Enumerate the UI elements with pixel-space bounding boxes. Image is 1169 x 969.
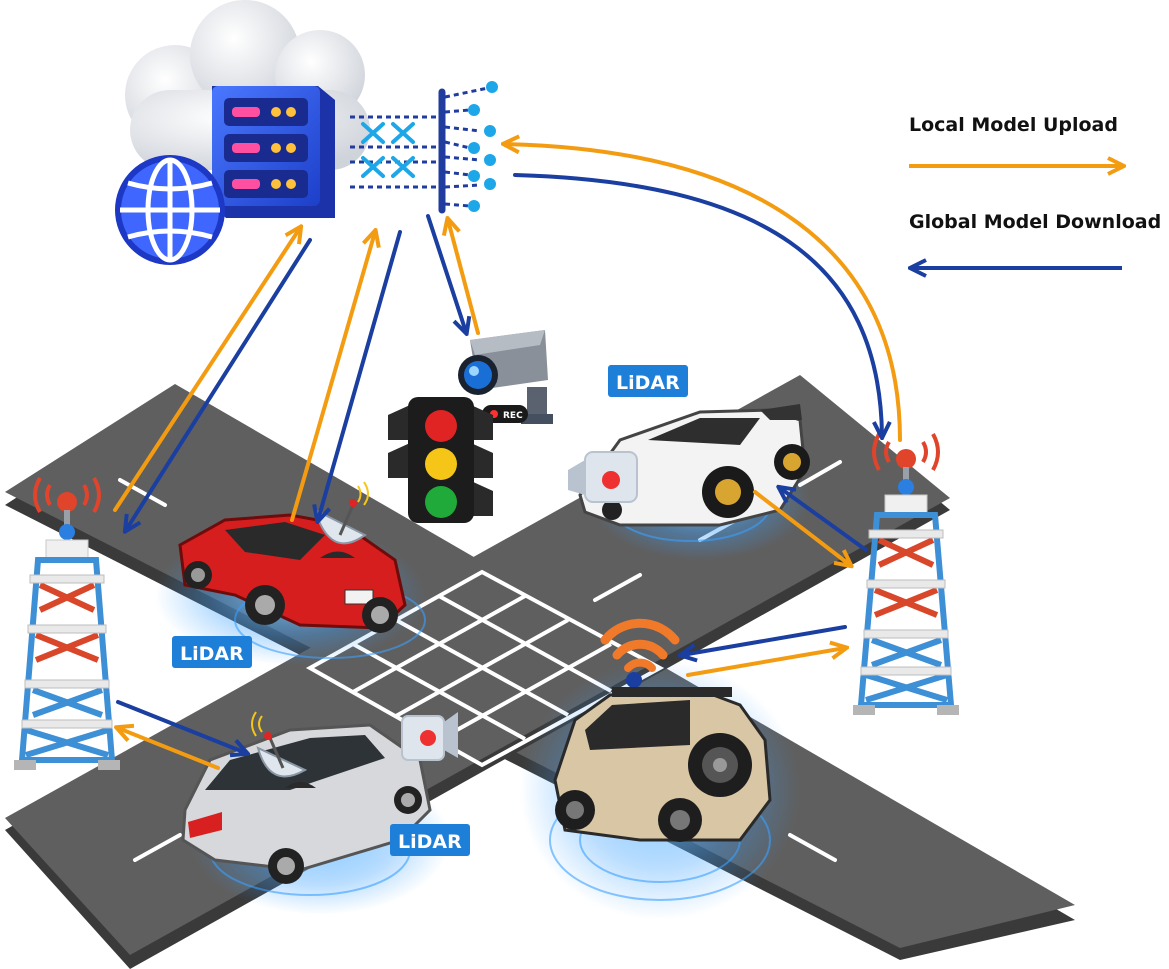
- download-arrow-right-tower: [513, 173, 882, 436]
- lidar-badge-white-car: LiDAR: [608, 365, 688, 397]
- legend-upload-label: Local Model Upload: [909, 114, 1118, 136]
- upload-arrow-red-car: [290, 232, 375, 522]
- lidar-label: LiDAR: [616, 372, 680, 394]
- camera-icon-white-car: [568, 451, 638, 503]
- neural-network-icon: [350, 81, 498, 214]
- lidar-badge-minivan: LiDAR: [390, 824, 470, 856]
- satellite-dish-icon-minivan: [251, 711, 316, 788]
- rec-label: REC: [503, 411, 523, 421]
- legend-download-label: Global Model Download: [909, 211, 1162, 233]
- upload-arrow-right-tower: [505, 144, 902, 442]
- traffic-light-icon: [388, 397, 493, 523]
- lidar-label: LiDAR: [398, 831, 462, 853]
- silver-minivan-icon: [181, 723, 432, 884]
- wifi-icon: [600, 618, 680, 688]
- download-arrow-white-car: [780, 488, 868, 552]
- cctv-camera-icon: REC: [458, 330, 553, 424]
- upload-arrow-white-car: [753, 490, 850, 565]
- upload-arrow-minivan: [118, 728, 220, 770]
- cell-tower-icon-left: [14, 476, 120, 770]
- download-arrow-camera: [426, 214, 466, 332]
- suv-icon: [553, 687, 772, 842]
- download-arrow-minivan: [116, 700, 246, 753]
- download-arrow-left-tower: [126, 238, 312, 530]
- download-arrow-suv: [682, 625, 847, 655]
- server-icon: [212, 86, 335, 218]
- lidar-badge-red-car: LiDAR: [172, 636, 252, 668]
- lidar-label: LiDAR: [180, 643, 244, 665]
- download-arrow-red-car: [318, 230, 402, 520]
- camera-icon-intersection: [401, 712, 458, 761]
- upload-arrow-left-tower: [113, 228, 300, 512]
- cell-tower-icon-right: [853, 433, 959, 715]
- upload-arrow-suv: [686, 648, 845, 677]
- globe-icon: [115, 155, 225, 265]
- upload-arrow-camera: [448, 220, 480, 335]
